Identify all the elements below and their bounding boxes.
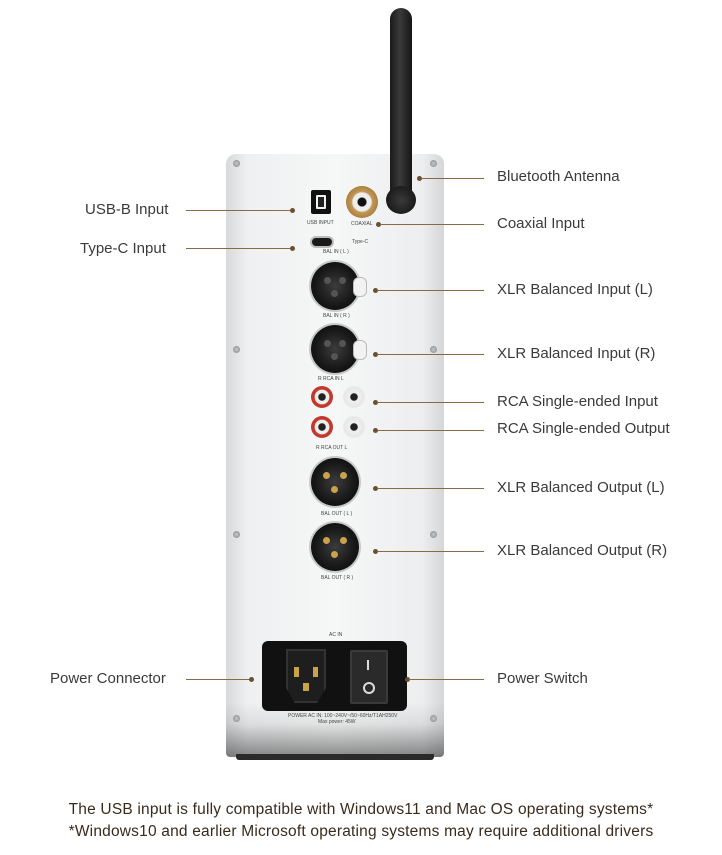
xlr-in-l-label: XLR Balanced Input (L) — [497, 281, 653, 298]
xlr-output-left-icon — [311, 458, 359, 506]
screw-icon — [233, 715, 240, 722]
leader-line — [421, 178, 484, 179]
leader-line — [377, 290, 484, 291]
leader-line — [186, 679, 250, 680]
rca-output-left-icon — [343, 416, 365, 438]
xlr-latch-icon — [354, 278, 366, 296]
leader-dot — [373, 288, 378, 293]
leader-line — [377, 488, 484, 489]
bluetooth-antenna-label: Bluetooth Antenna — [497, 168, 620, 185]
rca-in-label: RCA Single-ended Input — [497, 393, 658, 410]
leader-dot — [249, 677, 254, 682]
power-spec-line1: POWER AC IN: 100~240V~/50~60Hz/T1AH250V — [288, 713, 398, 719]
rca-input-left-icon — [343, 386, 365, 408]
bal-out-l-label: BAL OUT ( L ) — [321, 511, 353, 517]
leader-line — [186, 210, 290, 211]
leader-line — [377, 430, 484, 431]
leader-line — [377, 551, 484, 552]
screw-icon — [430, 531, 437, 538]
power-switch-icon — [350, 650, 388, 704]
leader-line — [186, 248, 290, 249]
leader-dot — [373, 486, 378, 491]
leader-dot — [373, 428, 378, 433]
leader-dot — [373, 352, 378, 357]
screw-icon — [430, 346, 437, 353]
ac-inlet-module — [262, 641, 407, 711]
rca-out-label: R RCA OUT L — [316, 445, 348, 451]
power-switch-label: Power Switch — [497, 670, 588, 687]
power-spec-line2: Max power: 45W — [318, 719, 356, 725]
xlr-input-left-icon — [311, 262, 359, 310]
leader-line — [377, 402, 484, 403]
xlr-latch-icon — [354, 341, 366, 359]
xlr-out-l-label: XLR Balanced Output (L) — [497, 479, 665, 496]
xlr-input-right-icon — [311, 325, 359, 373]
device-base — [236, 754, 434, 760]
ac-in-label: AC IN — [329, 632, 343, 638]
bal-in-l-label: BAL IN ( L ) — [323, 249, 349, 255]
coaxial-port-icon — [346, 186, 378, 218]
antenna-mount-icon — [386, 186, 416, 214]
coaxial-input-label: Coaxial Input — [497, 215, 585, 232]
footnote-line-1: The USB input is fully compatible with W… — [68, 801, 654, 818]
usb-b-port-icon — [311, 190, 331, 214]
footnote-line-2: *Windows10 and earlier Microsoft operati… — [68, 823, 654, 840]
leader-line — [409, 679, 484, 680]
leader-dot — [373, 549, 378, 554]
xlr-out-r-label: XLR Balanced Output (R) — [497, 542, 668, 559]
rca-input-right-icon — [311, 386, 333, 408]
rca-out-label: RCA Single-ended Output — [497, 420, 670, 437]
type-c-label: Type-C — [352, 239, 369, 245]
leader-line — [377, 354, 484, 355]
screw-icon — [233, 531, 240, 538]
coaxial-label: COAXIAL — [351, 221, 373, 227]
leader-line — [380, 224, 484, 225]
bal-out-r-label: BAL OUT ( R ) — [321, 575, 354, 581]
usb-input-label: USB INPUT — [307, 220, 334, 226]
leader-dot — [417, 176, 422, 181]
leader-dot — [405, 677, 410, 682]
type-c-port-icon — [312, 238, 332, 246]
leader-dot — [290, 208, 295, 213]
power-connector-icon — [286, 649, 326, 703]
bluetooth-antenna-icon — [390, 8, 412, 208]
screw-icon — [233, 346, 240, 353]
bal-in-r-label: BAL IN ( R ) — [323, 313, 350, 319]
type-c-input-label: Type-C Input — [80, 240, 166, 257]
leader-dot — [376, 222, 381, 227]
leader-dot — [290, 246, 295, 251]
screw-icon — [233, 160, 240, 167]
rca-output-right-icon — [311, 416, 333, 438]
power-connector-label: Power Connector — [50, 670, 166, 687]
leader-dot — [373, 400, 378, 405]
screw-icon — [430, 715, 437, 722]
screw-icon — [430, 160, 437, 167]
panel-shading — [226, 702, 444, 757]
rca-in-label: R RCA IN L — [318, 376, 344, 382]
usb-b-input-label: USB-B Input — [85, 201, 169, 218]
xlr-output-right-icon — [311, 523, 359, 571]
xlr-in-r-label: XLR Balanced Input (R) — [497, 345, 656, 362]
